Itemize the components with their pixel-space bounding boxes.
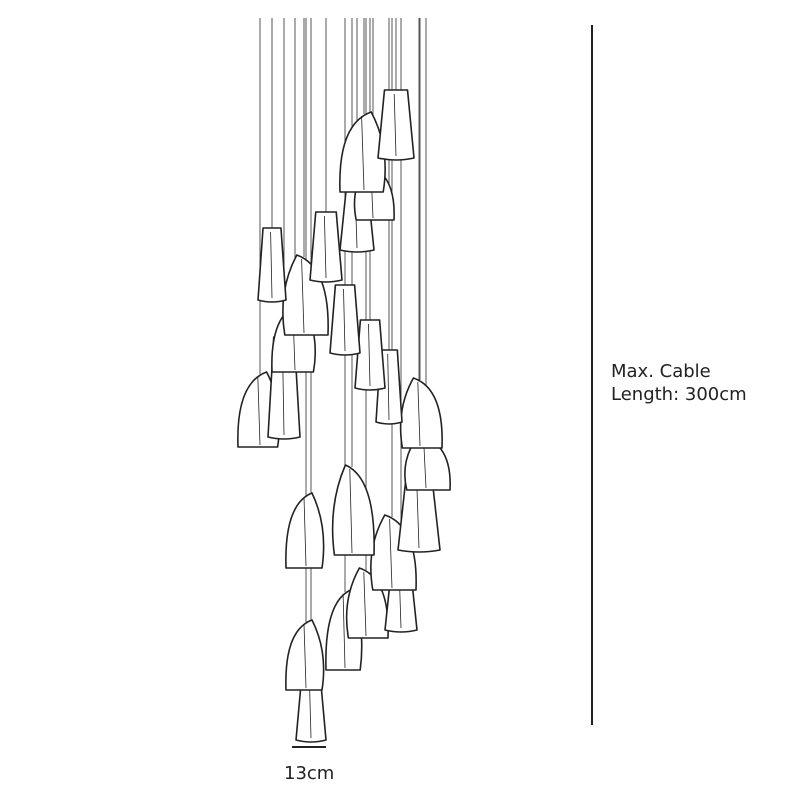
lamp-shade-seam <box>361 115 365 191</box>
lamp-shade-seam <box>387 353 390 421</box>
cable-label-line2: Length: 300cm <box>611 384 747 405</box>
lamp-shades <box>237 89 451 743</box>
lamp-shade-seam <box>303 496 307 567</box>
cable-length-label: Max. Cable Length: 300cm <box>611 360 747 406</box>
lamp-shade-seam <box>257 375 261 446</box>
lamp-shade-seam <box>324 215 327 279</box>
shade-width-label: 13cm <box>284 763 335 784</box>
lamp-shade-seam <box>342 593 346 669</box>
lamp-shade <box>399 377 443 449</box>
lamp-shade <box>331 464 375 556</box>
lamp-shade <box>295 679 327 743</box>
lamp-shade <box>329 284 361 356</box>
lamp-shade <box>377 89 415 161</box>
lamp-shade <box>309 211 343 283</box>
lamp-shade-seam <box>363 571 367 637</box>
lamp-shade-seam <box>417 381 421 447</box>
lamp-shade <box>257 227 287 303</box>
lamp-shade-seam <box>368 323 371 387</box>
lamp-shade-seam <box>393 93 397 157</box>
lamp-shade-seam <box>309 683 312 739</box>
lamp-shade-seam <box>270 231 273 299</box>
lamp-shade-seam <box>301 258 305 334</box>
cable-label-line1: Max. Cable <box>611 361 711 382</box>
lamp-shade <box>397 481 441 553</box>
lamp-shade-seam <box>349 468 353 554</box>
lamp-shade-seam <box>389 518 393 589</box>
lamp-shade-seam <box>416 485 420 549</box>
lamp-shade-seam <box>303 623 307 689</box>
lamp-shade <box>354 319 386 391</box>
lamp-shade-seam <box>343 288 346 352</box>
